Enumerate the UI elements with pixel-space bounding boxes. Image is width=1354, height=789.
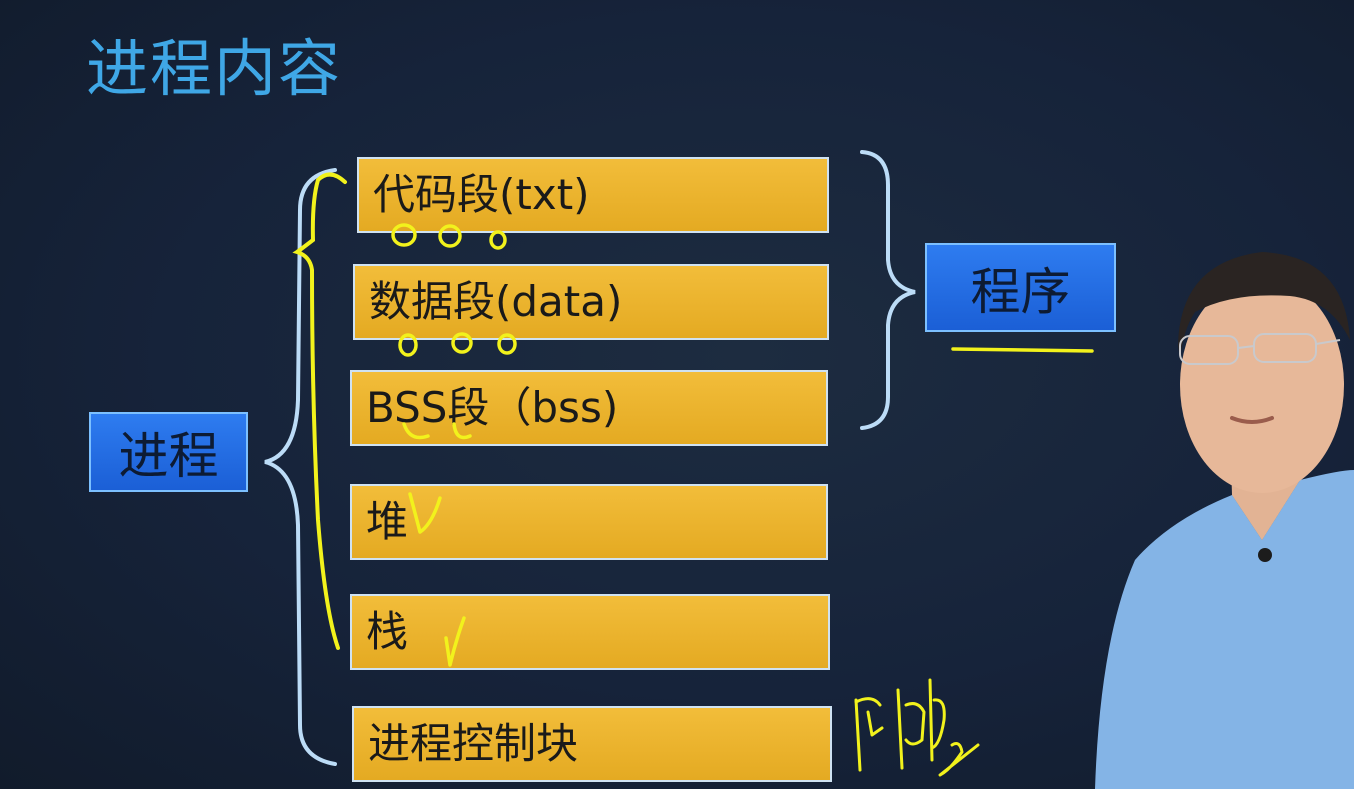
segment-stack: 栈 bbox=[350, 594, 830, 670]
check-mark-icon bbox=[444, 616, 466, 667]
handwritten-circle bbox=[391, 223, 417, 247]
program-label: 程序 bbox=[925, 243, 1116, 332]
handwritten-circle bbox=[451, 332, 473, 354]
handwritten-circle bbox=[438, 224, 462, 248]
handwritten-scribble bbox=[854, 678, 980, 777]
segment-code: 代码段(txt) bbox=[357, 157, 829, 233]
segment-pcb: 进程控制块 bbox=[352, 706, 832, 782]
handwritten-underline bbox=[951, 347, 1094, 353]
handwritten-brace bbox=[292, 172, 347, 650]
program-brace bbox=[860, 150, 916, 430]
check-mark-icon bbox=[408, 492, 442, 534]
process-label: 进程 bbox=[89, 412, 248, 492]
presenter-face bbox=[1180, 277, 1344, 493]
handwritten-circle bbox=[497, 333, 517, 355]
handwritten-circle bbox=[489, 230, 507, 250]
handwritten-mark bbox=[402, 422, 430, 440]
slide-title: 进程内容 bbox=[86, 32, 343, 105]
segment-bss: BSS段（bss) bbox=[350, 370, 828, 446]
presenter-shirt bbox=[1095, 470, 1354, 789]
microphone-icon bbox=[1258, 548, 1272, 562]
presenter-hair bbox=[1178, 252, 1350, 360]
segment-data: 数据段(data) bbox=[353, 264, 829, 340]
handwritten-mark bbox=[452, 422, 472, 440]
handwritten-circle bbox=[398, 333, 418, 357]
process-brace bbox=[264, 168, 337, 766]
presenter-figure bbox=[1095, 252, 1354, 789]
